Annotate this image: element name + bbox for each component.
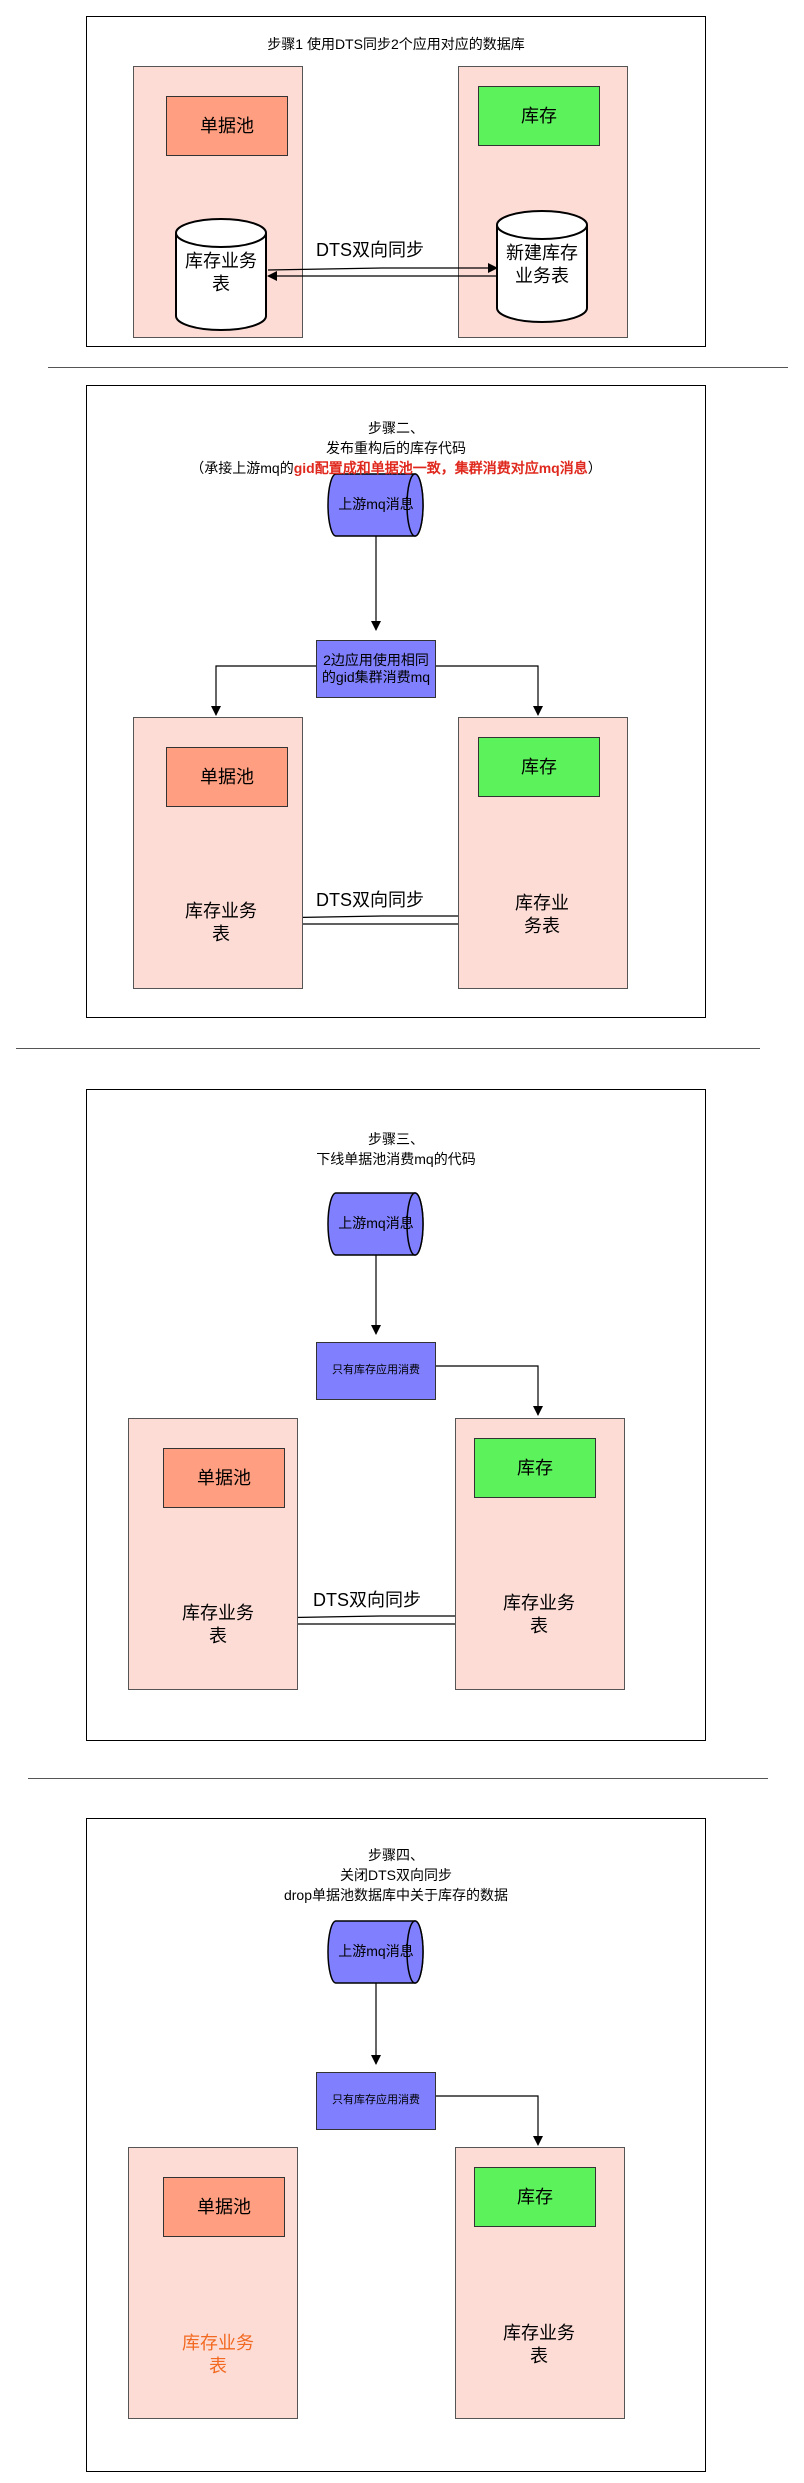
step3-sync-label: DTS双向同步	[313, 1590, 421, 1610]
step4-right-db-label: 库存业务表	[503, 2322, 575, 2366]
step3-flow-arrows	[371, 1255, 543, 1416]
step2-frame	[86, 385, 706, 1018]
step1-stock-box: 库存	[478, 86, 600, 146]
step1-pool-box: 单据池	[166, 96, 288, 156]
step3-stock-box: 库存	[474, 1438, 596, 1498]
step3-title: 步骤三、 下线单据池消费mq的代码	[316, 1131, 476, 1167]
step3-frame	[86, 1089, 706, 1741]
step2-stock-box: 库存	[478, 737, 600, 797]
separator-2	[16, 1048, 760, 1049]
step1-sync-arrows	[267, 263, 498, 281]
step3-mq-label: 上游mq消息	[338, 1215, 414, 1231]
step2-right-db-label: 库存业务表	[515, 892, 569, 936]
separator-3	[28, 1778, 768, 1779]
step4-title: 步骤四、 关闭DTS双向同步 drop单据池数据库中关于库存的数据	[283, 1847, 509, 1903]
step3-consumer-box: 只有库存应用消费	[316, 1342, 436, 1400]
step2-flow-arrows	[211, 536, 543, 716]
step4-frame	[86, 1818, 706, 2472]
step4-mq-label: 上游mq消息	[338, 1943, 414, 1959]
step2-left-db-label: 库存业务表	[185, 900, 257, 944]
step2-mq-icon	[327, 473, 424, 537]
step1-right-db-icon	[496, 210, 588, 323]
step4-pool-box: 单据池	[163, 2177, 285, 2237]
step4-flow-arrows	[371, 1983, 543, 2146]
step2-mq-label: 上游mq消息	[338, 496, 414, 512]
step1-sync-label: DTS双向同步	[316, 240, 424, 260]
step3-right-db-label: 库存业务表	[503, 1592, 575, 1636]
step1-left-db-label: 库存业务表	[185, 250, 257, 294]
separator-1	[48, 367, 788, 368]
step3-mq-icon	[327, 1192, 424, 1256]
step2-consumer-box: 2边应用使用相同的gid集群消费mq	[316, 640, 436, 698]
step3-left-db-label: 库存业务表	[182, 1602, 254, 1646]
step4-left-db-label: 库存业务表	[182, 2332, 254, 2376]
step2-sync-label: DTS双向同步	[316, 890, 424, 910]
step1-right-db-label: 新建库存业务表	[506, 242, 578, 286]
step2-pool-box: 单据池	[166, 747, 288, 807]
step3-pool-box: 单据池	[163, 1448, 285, 1508]
step4-consumer-box: 只有库存应用消费	[316, 2072, 436, 2130]
step1-left-db-icon	[175, 218, 267, 331]
step4-mq-icon	[327, 1920, 424, 1984]
step1-title: 步骤1 使用DTS同步2个应用对应的数据库	[267, 36, 525, 52]
step4-stock-box: 库存	[474, 2167, 596, 2227]
step2-title: 步骤二、 发布重构后的库存代码 （承接上游mq的gid配置成和单据池一致，集群消…	[190, 420, 602, 476]
